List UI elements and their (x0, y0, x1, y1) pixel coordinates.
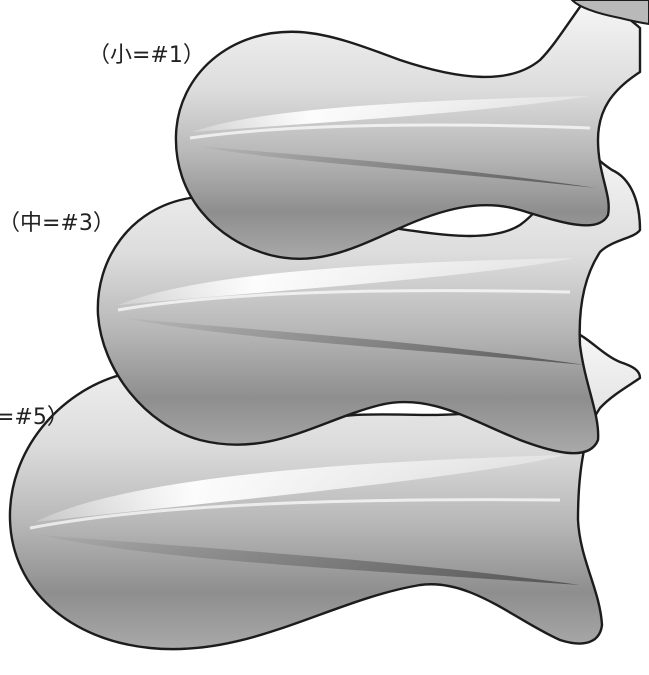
label-medium: （中=#3） (0, 211, 115, 236)
spoon-medium-shadow (125, 318, 585, 365)
spoon-large-highlight (35, 455, 565, 522)
spoon-large-shadow (40, 535, 580, 585)
spoon-small (174, 0, 642, 260)
spoon-medium-crease (117, 289, 571, 312)
label-large: =#5） (0, 405, 69, 430)
spoon-small-crease (189, 123, 591, 140)
spoon-small-highlight (192, 96, 590, 132)
spoon-small-outline (174, 0, 642, 260)
spoon-small-shadow (196, 146, 596, 188)
spoon-medium-highlight (118, 258, 575, 305)
spoon-large-crease (29, 498, 561, 530)
label-small: （小=#1） (88, 43, 205, 68)
